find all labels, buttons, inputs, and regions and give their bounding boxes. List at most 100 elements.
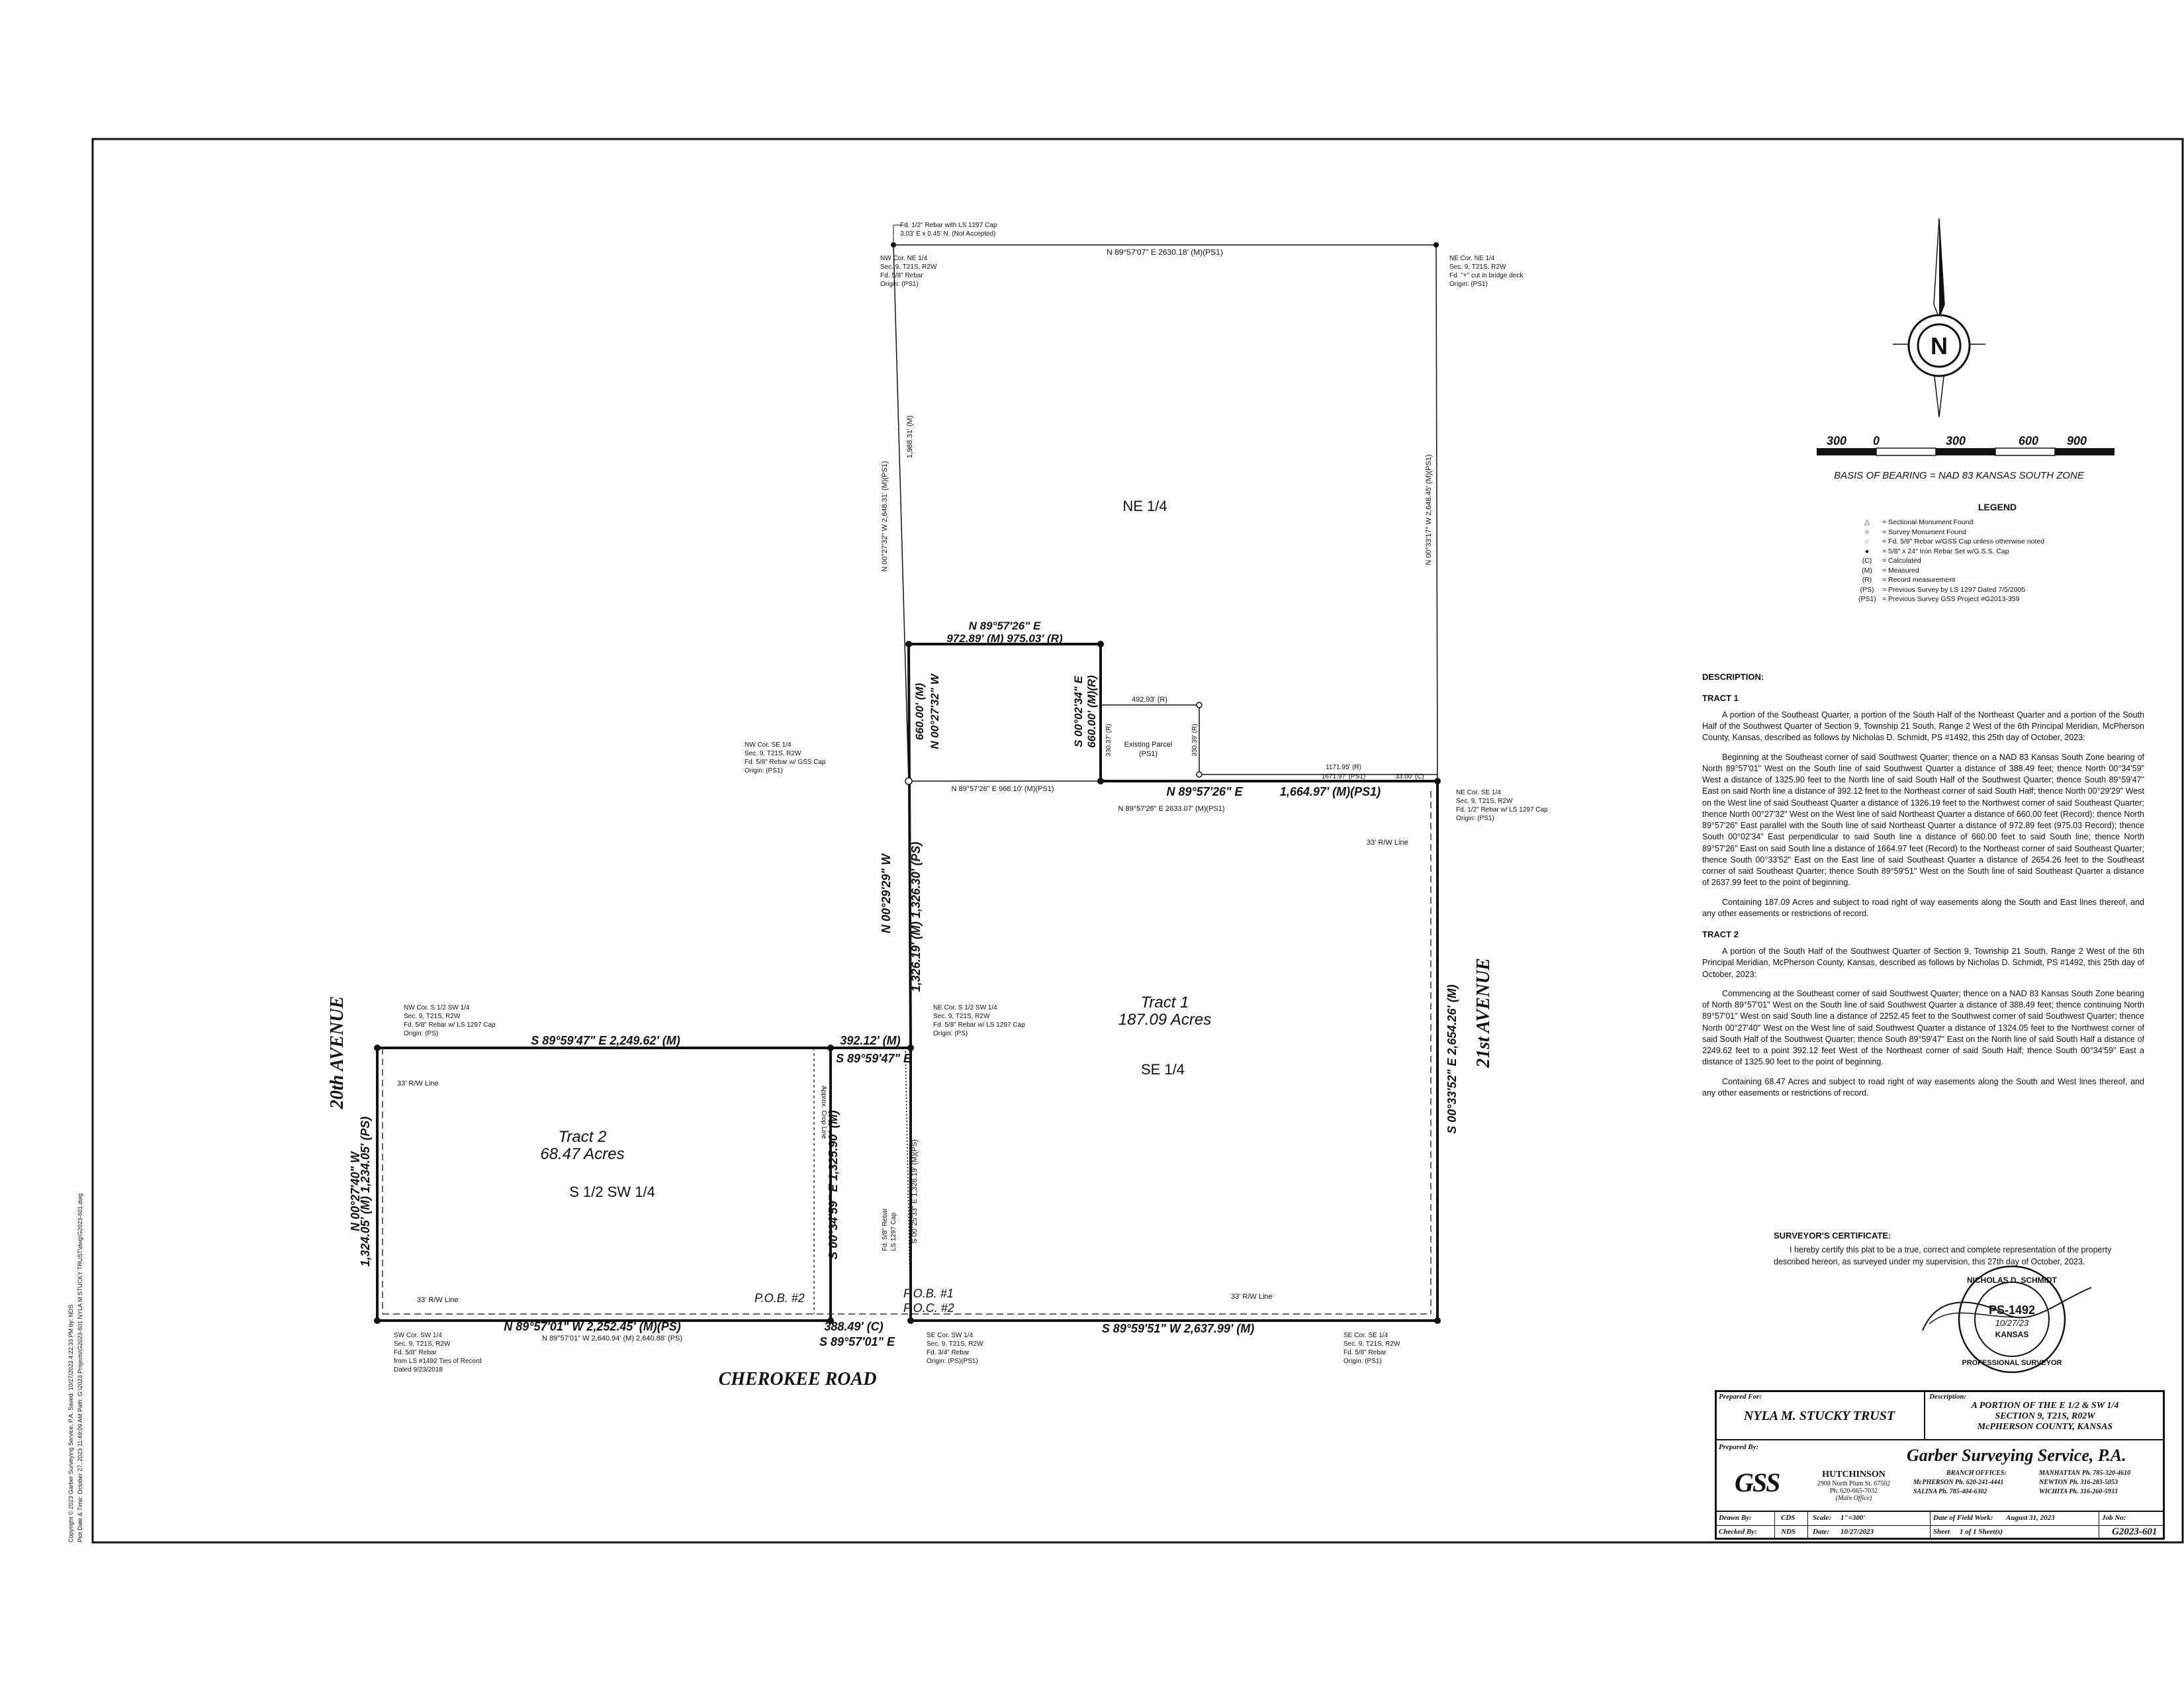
checked-by-label: Checked By:: [1719, 1528, 1757, 1536]
surveyor-seal: NICHOLAS D. SCHMIDT PS-1492 10/27/23 KAN…: [1922, 1265, 2092, 1374]
svg-text:Fd. 5/8" Rebar: Fd. 5/8" Rebar: [880, 272, 923, 279]
tract-1-paragraph-1: A portion of the Southeast Quarter, a po…: [1702, 710, 2144, 743]
svg-text:Fd. "+" cut in bridge deck: Fd. "+" cut in bridge deck: [1449, 272, 1524, 279]
legend-text: = Survey Monument Found: [1882, 528, 1966, 536]
svg-text:NE Cor. SE 1/4: NE Cor. SE 1/4: [1456, 789, 1501, 796]
scale-label: Scale:: [1813, 1514, 1832, 1522]
sheet-value: 1 of 1 Sheet(s): [1960, 1528, 2003, 1536]
parcel-small-top: 492.93' (R): [1132, 696, 1167, 704]
rw-line-label-south-east: 33' R/W Line: [1231, 1293, 1273, 1301]
prepared-for-label: Prepared For:: [1719, 1393, 1762, 1401]
legend-text: = Fd. 5/8" Rebar w/GSS Cap unless otherw…: [1882, 538, 2045, 546]
svg-text:NE Cor. NE 1/4: NE Cor. NE 1/4: [1449, 255, 1495, 262]
tract2-east-bearing: S 00°34'59" E 1,325.90' (M): [827, 1110, 840, 1259]
tract1-west-bearing: N 00°29'29" W: [880, 853, 893, 933]
legend-item: ●= 5/8" x 24" Iron Rebar Set w/G.S.S. Ca…: [1858, 547, 2136, 557]
tract-2-paragraph-2: Commencing at the Southeast corner of sa…: [1702, 988, 2144, 1067]
tract-2-paragraph-1: A portion of the South Half of the South…: [1702, 947, 2144, 979]
drawn-by-cell: Drawn By: CDS Scale: 1"=300' Date of Fie…: [1715, 1512, 2165, 1526]
description-heading: DESCRIPTION:: [1702, 672, 1764, 682]
legend-item: △= Sectional Monument Found: [1858, 518, 2136, 528]
monument-note-ne-se: NE Cor. SE 1/4 Sec. 9, T21S, R2W Fd. 1/2…: [1456, 789, 1548, 822]
branch-offices-label: BRANCH OFFICES:: [1946, 1470, 2007, 1477]
svg-text:3.03' E x 0.45' N. (Not Accept: 3.03' E x 0.45' N. (Not Accepted): [900, 230, 995, 238]
svg-text:Origin: (PS1): Origin: (PS1): [1456, 815, 1494, 822]
tract2-ne-bearing: S 89°59'47" E: [836, 1052, 912, 1065]
rw-line-label-east: 33' R/W Line: [1367, 839, 1408, 847]
divider: [1774, 1512, 1775, 1540]
monument-markers: [374, 242, 1441, 1324]
svg-text:Sec. 9, T21S, R2W: Sec. 9, T21S, R2W: [394, 1340, 451, 1348]
margin-note-2: Plot Date & Time: October 27, 2023 11:49…: [77, 1194, 83, 1542]
svg-text:Sec. 9, T21S, R2W: Sec. 9, T21S, R2W: [1449, 263, 1506, 271]
legend-text: = Sectional Monument Found: [1882, 518, 1974, 527]
road-cherokee: CHEROKEE ROAD: [719, 1369, 877, 1389]
legend-symbol: ●: [1864, 547, 1870, 555]
svg-text:Fd. 1/2" Rebar w/ LS 1297 Cap: Fd. 1/2" Rebar w/ LS 1297 Cap: [1456, 806, 1548, 814]
prepared-by-label: Prepared By:: [1719, 1443, 1759, 1451]
field-work-label: Date of Field Work:: [1933, 1514, 1993, 1522]
legend-text: = Previous Survey by LS 1297 Dated 7/5/2…: [1882, 585, 2026, 594]
margin-note-1: Copyright © 2023 Garber Surveying Servic…: [68, 1305, 74, 1542]
west-ne-line-sub: 1,988.31' (M): [906, 416, 914, 458]
legend-item: (PS1)= Previous Survey GSS Project #G201…: [1858, 594, 2136, 604]
tract-2-paragraph-3: Containing 68.47 Acres and subject to ro…: [1702, 1076, 2144, 1098]
title-block-frame: [1715, 1390, 2165, 1540]
svg-text:Dated 9/23/2018: Dated 9/23/2018: [394, 1366, 443, 1374]
road-20th-avenue: 20th AVENUE: [327, 996, 347, 1109]
monument-note-nw-s-half: NW Cor. S 1/2 SW 1/4 Sec. 9, T21S, R2W F…: [404, 1004, 496, 1037]
tract2-north-line: S 89°59'47" E 2,249.62' (M): [531, 1034, 680, 1047]
legend-text: = Calculated: [1882, 557, 1921, 565]
monument-note-nw-ne: NW Cor. NE 1/4 Sec. 9, T21S, R2W Fd. 5/8…: [880, 255, 937, 288]
main-office: HUTCHINSON 2908 North Plum St. 67502 Ph.…: [1814, 1470, 1893, 1502]
branch-manhattan: MANHATTAN Ph. 785-320-4610: [2039, 1470, 2131, 1477]
seal-profession: PROFESSIONAL SURVEYOR: [1962, 1359, 2062, 1367]
scale-tick-4: 900: [2067, 434, 2087, 447]
approx-crop-line-label: Approx. Crop Line: [820, 1086, 827, 1139]
sheet-label: Sheet: [1933, 1528, 1950, 1536]
tract2-se-distance: 388.49' (C): [824, 1320, 883, 1333]
monument-note-top-rebar: Fd. 1/2" Rebar with LS 1297 Cap 3.03' E …: [900, 222, 997, 238]
poc-2-label: P.O.C. #2: [903, 1301, 954, 1315]
prepared-for-cell: Prepared For: NYLA M. STUCKY TRUST: [1715, 1390, 1925, 1440]
legend-item: (PS)= Previous Survey by LS 1297 Dated 7…: [1858, 585, 2136, 595]
checked-by-cell: Checked By: NDS Date: 10/27/2023 Sheet 1…: [1715, 1526, 2165, 1540]
tract-1-acres: 187.09 Acres: [1118, 1011, 1212, 1029]
parcel-small-side: 330.39' (R): [1191, 724, 1199, 756]
svg-text:SW Cor. SW 1/4: SW Cor. SW 1/4: [394, 1332, 442, 1339]
existing-parcel-label: Existing Parcel: [1124, 741, 1173, 749]
legend-symbol: (M): [1862, 566, 1872, 575]
date-label: Date:: [1813, 1528, 1830, 1536]
seal-name: NICHOLAS D. SCHMIDT: [1967, 1276, 2058, 1285]
svg-text:SE Cor. SW 1/4: SE Cor. SW 1/4: [927, 1332, 973, 1339]
monument-note-nw-se: NW Cor. SE 1/4 Sec. 9, T21S, R2W Fd. 5/8…: [745, 741, 826, 774]
tract-2-acres: 68.47 Acres: [540, 1145, 624, 1163]
svg-text:Origin: (PS): Origin: (PS): [404, 1030, 438, 1037]
main-office-phone: Ph. 620-665-7032: [1829, 1487, 1878, 1495]
tract1-east-bearing: S 00°33'52" E 2,654.26' (M): [1445, 984, 1459, 1133]
legend-item: (R)= Record measurement: [1858, 575, 2136, 585]
svg-text:Origin: (PS1): Origin: (PS1): [745, 767, 783, 774]
tract2-se-bearing: S 89°57'01" E: [819, 1335, 895, 1348]
existing-parcel-ref: (PS1): [1139, 750, 1158, 758]
drawn-by-value: CDS: [1781, 1514, 1796, 1522]
tract2-south-line: N 89°57'01" W 2,252.45' (M)(PS): [504, 1320, 680, 1333]
ne-quarter-boundary: [893, 224, 1438, 782]
legend-item: ◌= Fd. 5/8" Rebar w/GSS Cap unless other…: [1858, 537, 2136, 547]
svg-text:from LS #1492 Ties of Record: from LS #1492 Ties of Record: [394, 1358, 482, 1365]
parcel-small-side-2: 330.37' (R): [1105, 724, 1113, 756]
svg-text:Fd. 5/8" Rebar: Fd. 5/8" Rebar: [1343, 1349, 1387, 1356]
surveyor-certificate: SURVEYOR'S CERTIFICATE: I hereby certify…: [1774, 1230, 2144, 1268]
main-office-city: HUTCHINSON: [1822, 1470, 1886, 1479]
ne-quarter-label: NE 1/4: [1122, 498, 1167, 514]
north-line-bearing: N 89°57'07" E 2630.18' (M)(PS1): [1107, 248, 1223, 257]
svg-text:Origin: (PS1): Origin: (PS1): [1343, 1358, 1382, 1365]
tract-1-name: Tract 1: [1141, 994, 1189, 1011]
branch-newton: NEWTON Ph. 316-283-5053: [2039, 1479, 2118, 1486]
monument-note-ne-s-half: NE Cor. S 1/2 SW 1/4 Sec. 9, T21S, R2W F…: [933, 1004, 1025, 1037]
legal-description: DESCRIPTION: TRACT 1 A portion of the So…: [1702, 662, 2144, 1107]
svg-text:Fd. 3/4" Rebar: Fd. 3/4" Rebar: [927, 1349, 970, 1356]
certificate-heading: SURVEYOR'S CERTIFICATE:: [1774, 1231, 1891, 1241]
right-of-way-lines: [382, 791, 1432, 1315]
